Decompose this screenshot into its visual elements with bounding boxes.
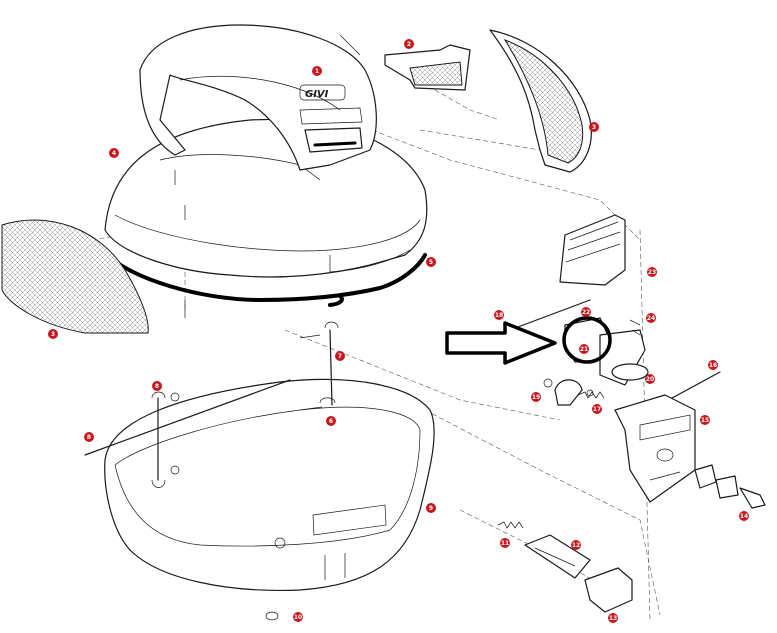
callout-label: 2 xyxy=(407,41,411,48)
callout-label: 17 xyxy=(593,406,601,413)
callout-c18: 18 xyxy=(494,310,504,320)
callout-label: 3 xyxy=(592,124,596,131)
callout-c9: 9 xyxy=(426,503,436,513)
highlight-arrow xyxy=(445,321,557,365)
brand-logo: GIVI xyxy=(305,89,329,100)
callout-label: 1 xyxy=(315,68,319,75)
callout-c6: 6 xyxy=(326,416,336,426)
callout-label: 22 xyxy=(582,309,590,316)
highlight-circle xyxy=(562,316,612,364)
base-assembly xyxy=(84,321,435,621)
callout-c23: 23 xyxy=(647,267,657,277)
callout-label: 12 xyxy=(572,542,580,549)
callout-c15: 15 xyxy=(700,415,710,425)
callout-label: 19 xyxy=(532,394,540,401)
callout-c2: 2 xyxy=(404,39,414,49)
callout-label: 11 xyxy=(501,540,509,547)
callout-c21: 21 xyxy=(579,344,589,354)
callout-c24: 24 xyxy=(646,313,656,323)
callout-c10: 10 xyxy=(293,612,303,622)
callout-label: 23 xyxy=(648,269,656,276)
callout-c1: 1 xyxy=(312,66,322,76)
callout-c22: 22 xyxy=(581,307,591,317)
callout-c4: 4 xyxy=(109,148,119,158)
callout-label: 8 xyxy=(155,383,159,390)
callout-label: 18 xyxy=(495,312,503,319)
callout-c16: 16 xyxy=(708,360,718,370)
callout-label: 14 xyxy=(740,513,748,520)
callout-label: 5 xyxy=(429,259,433,266)
callout-label: 9 xyxy=(429,505,433,512)
callout-label: 13 xyxy=(609,615,617,622)
callout-c3b: 3 xyxy=(48,329,58,339)
callout-label: 21 xyxy=(580,346,588,353)
callout-label: 24 xyxy=(647,315,655,322)
callout-c12: 12 xyxy=(571,540,581,550)
callout-label: 7 xyxy=(338,353,342,360)
side-panel-left xyxy=(1,219,149,334)
callout-c17: 17 xyxy=(592,404,602,414)
callout-c13: 13 xyxy=(608,613,618,623)
lock-mechanism xyxy=(445,214,766,613)
callout-label: 20 xyxy=(646,376,654,383)
callout-label: 8 xyxy=(87,434,91,441)
callout-label: 10 xyxy=(294,614,302,621)
callout-c5: 5 xyxy=(426,257,436,267)
callout-c14: 14 xyxy=(739,511,749,521)
callout-c11: 11 xyxy=(500,538,510,548)
callout-label: 15 xyxy=(701,417,709,424)
callout-label: 3 xyxy=(51,331,55,338)
callout-label: 6 xyxy=(329,418,333,425)
side-panel-right xyxy=(489,29,592,173)
callout-c8b: 8 xyxy=(84,432,94,442)
callout-c19: 19 xyxy=(531,392,541,402)
callout-c7: 7 xyxy=(335,351,345,361)
reflector-part xyxy=(384,44,471,91)
callout-c3a: 3 xyxy=(589,122,599,132)
lid-assembly: GIVI xyxy=(104,24,428,318)
callout-c20: 20 xyxy=(645,374,655,384)
callout-label: 4 xyxy=(112,150,116,157)
callout-label: 16 xyxy=(709,362,717,369)
callout-c8a: 8 xyxy=(152,381,162,391)
